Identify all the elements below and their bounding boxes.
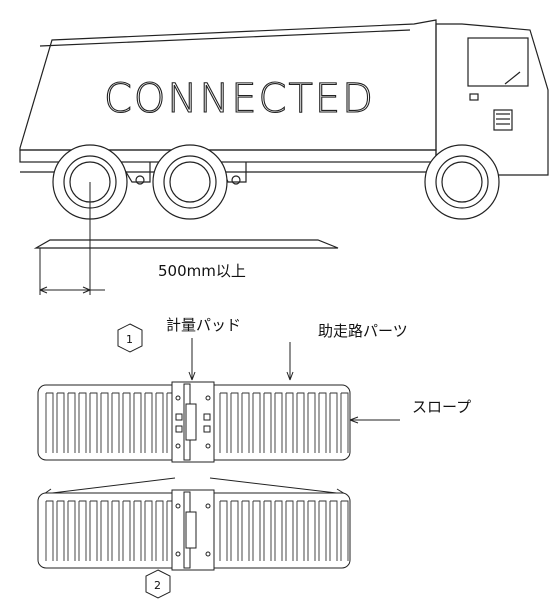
scale-assembly-bottom [37,477,351,571]
tread-rib [307,500,316,561]
tread-rib [78,500,87,561]
tread-rib [241,392,250,453]
tread-rib [122,392,131,453]
tread-rib [219,392,228,453]
dimension-line [39,182,105,295]
tread-rib [252,500,261,561]
slope-label: スロープ [412,398,471,416]
step-marker-2-number: 2 [154,579,161,592]
scale-assembly-top [37,381,351,463]
runway-treads-right [219,500,349,561]
tread-rib [111,500,120,561]
tread-rib [230,500,239,561]
tread-rib [144,392,153,453]
tread-rib [241,500,250,561]
tread-rib [155,392,164,453]
runway-parts-label: 助走路パーツ [318,322,408,340]
tread-rib [252,392,261,453]
dimension-label: 500mm以上 [158,262,246,280]
tread-rib [340,392,349,453]
tread-rib [67,392,76,453]
grille [493,109,513,131]
tread-rib [45,392,54,453]
tread-rib [67,500,76,561]
tread-rib [100,500,109,561]
tread-rib [263,500,272,561]
ground-ramp [33,239,339,249]
tread-rib [263,392,272,453]
weighing-pad-top [171,381,215,463]
step-marker-1-number: 1 [126,333,133,346]
tread-rib [89,500,98,561]
tread-rib [296,500,305,561]
step-marker-1: 1 [117,323,143,353]
tread-rib [56,392,65,453]
tread-rib [133,500,142,561]
tread-rib [111,392,120,453]
weighing-pad-label: 計量パッド [166,316,241,334]
tread-rib [307,392,316,453]
tread-rib [78,392,87,453]
tread-rib [230,392,239,453]
tread-rib [100,392,109,453]
tread-rib [296,392,305,453]
tread-rib [133,392,142,453]
cab-window [467,37,529,87]
tread-rib [274,500,283,561]
truck-body-text: CONNECTED [104,76,375,122]
tread-rib [122,500,131,561]
tread-rib [340,500,349,561]
tread-rib [318,500,327,561]
rear-wheel-2 [152,144,228,220]
runway-treads-left [45,392,175,453]
annotation-arrows [188,338,400,424]
tread-rib [56,500,65,561]
weighing-pad-bottom [171,489,215,571]
tread-rib [274,392,283,453]
tread-rib [329,500,338,561]
tread-rib [45,500,54,561]
tread-rib [285,500,294,561]
tread-rib [329,392,338,453]
tread-rib [155,500,164,561]
front-wheel [424,144,500,220]
tread-rib [219,500,228,561]
tread-rib [144,500,153,561]
tread-rib [89,392,98,453]
tread-rib [318,392,327,453]
tread-rib [285,392,294,453]
dump-truck [19,19,549,249]
runway-treads-right [219,392,349,453]
step-marker-2: 2 [145,569,171,599]
